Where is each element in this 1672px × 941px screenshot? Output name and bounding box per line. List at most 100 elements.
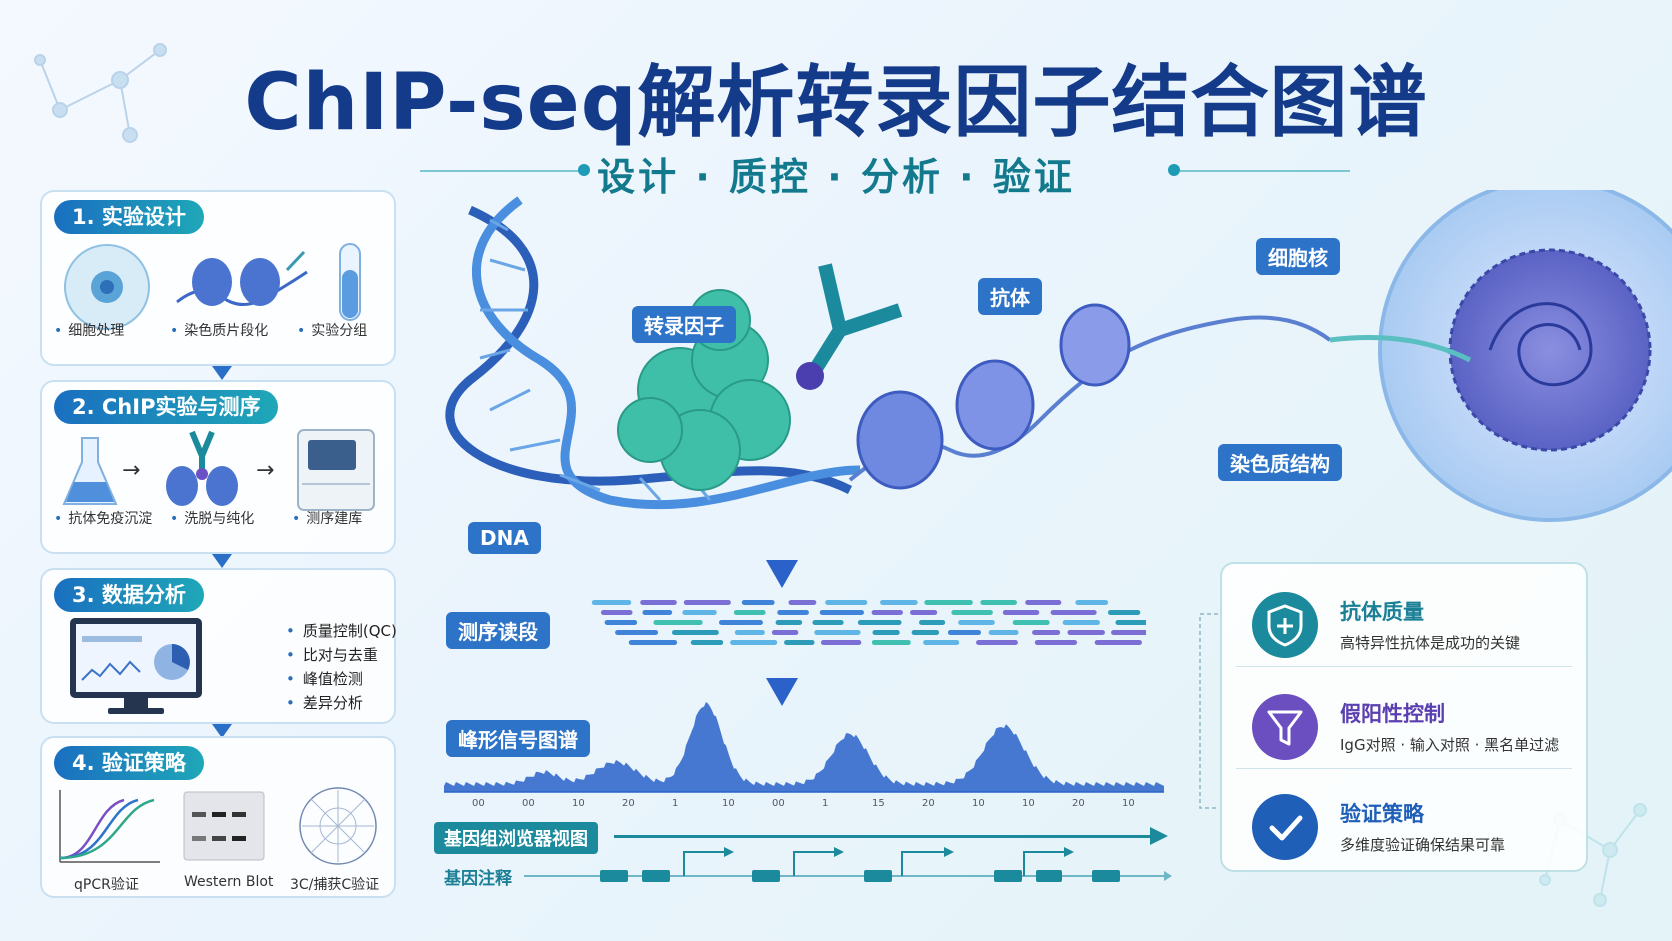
read-segment xyxy=(741,600,775,605)
read-segment xyxy=(1025,600,1062,605)
flask-icon xyxy=(62,437,118,505)
subtitle-rule-right xyxy=(1180,170,1350,172)
read-segment xyxy=(784,640,815,645)
read-segment xyxy=(980,600,1017,605)
3c-circle-icon xyxy=(299,787,377,865)
read-segment xyxy=(814,630,861,635)
read-segment xyxy=(857,620,902,625)
card-desc: IgG对照 · 输入对照 · 黑名单过滤 xyxy=(1340,736,1560,754)
read-segment xyxy=(1111,630,1146,635)
step-panel-design: 1. 实验设计 •细胞处理 •染色质片段化 •实验分组 xyxy=(40,190,396,366)
read-segment xyxy=(871,640,911,645)
axis-tick-label: 1 xyxy=(822,798,829,809)
read-segment xyxy=(1107,610,1141,615)
filter-icon xyxy=(1252,694,1318,760)
read-segment xyxy=(690,640,724,645)
divider xyxy=(1236,666,1572,667)
antibody-icon xyxy=(809,263,903,374)
step4-item-3: 3C/捕获C验证 xyxy=(290,877,380,893)
read-segment xyxy=(1067,630,1105,635)
flow-arrow-1 xyxy=(212,366,232,380)
monitor-icon xyxy=(70,618,202,714)
read-segment xyxy=(682,610,717,615)
read-segment xyxy=(777,610,809,615)
step3-item-1: •质量控制(QC) xyxy=(286,622,397,640)
page-title: ChIP-seq解析转录因子结合图谱 xyxy=(244,58,1428,148)
read-segment xyxy=(591,600,632,605)
step-label: 2. ChIP实验与测序 xyxy=(54,390,279,424)
step-label: 3. 数据分析 xyxy=(54,578,204,612)
step4-item-1: qPCR验证 xyxy=(74,877,139,893)
read-segment xyxy=(880,600,918,605)
card-title: 假阳性控制 xyxy=(1340,702,1445,726)
read-segment xyxy=(819,610,864,615)
read-segment xyxy=(771,630,799,635)
arrow-right-icon xyxy=(1150,827,1168,845)
read-segment xyxy=(653,620,703,625)
page-subtitle: 设计 · 质控 · 分析 · 验证 xyxy=(597,155,1075,199)
read-segment xyxy=(733,610,766,615)
subtitle-dot-right xyxy=(1168,164,1180,176)
step1-item-2: •染色质片段化 xyxy=(170,323,269,339)
axis-tick-label: 20 xyxy=(922,798,935,809)
read-segment xyxy=(825,600,868,605)
flow-arrow-3 xyxy=(212,724,232,738)
axis-tick-label: 10 xyxy=(1122,798,1135,809)
label-peaks: 峰形信号图谱 xyxy=(446,720,590,757)
read-segment xyxy=(988,630,1019,635)
step-panel-validation: 4. 验证策略 qPCR验证 Western Blot 3C/捕获C验证 xyxy=(40,736,396,898)
read-segment xyxy=(1075,600,1109,605)
divider xyxy=(1236,768,1572,769)
antibody-nucleosome-icon xyxy=(166,430,238,506)
card-false-positive: 假阳性控制 IgG对照 · 输入对照 · 黑名单过滤 xyxy=(1226,676,1582,776)
label-annotation: 基因注释 xyxy=(444,869,512,889)
read-segment xyxy=(812,620,844,625)
axis-tick-label: 15 xyxy=(872,798,885,809)
label-nucleus: 细胞核 xyxy=(1256,238,1340,275)
cell-icon xyxy=(64,244,150,330)
step1-item-1: •细胞处理 xyxy=(54,323,125,339)
transcription-factor-icon xyxy=(617,289,791,491)
arrow-icon: → xyxy=(256,458,275,483)
read-segment xyxy=(976,640,1018,645)
read-segment xyxy=(734,630,765,635)
read-segment xyxy=(671,630,719,635)
read-segment xyxy=(919,620,946,625)
axis-tick-label: 20 xyxy=(1072,798,1085,809)
browser-track xyxy=(614,835,1160,838)
step2-item-2: •洗脱与纯化 xyxy=(170,511,255,527)
step-label: 4. 验证策略 xyxy=(54,746,204,780)
read-segment xyxy=(1034,640,1078,645)
read-segment xyxy=(1032,630,1061,635)
nucleosome-icon xyxy=(176,250,308,306)
arrow-down-icon xyxy=(766,560,798,588)
bracket xyxy=(1199,613,1218,809)
read-segment xyxy=(1012,620,1050,625)
arrow-down-icon xyxy=(766,678,798,706)
sequencing-reads xyxy=(591,600,1146,645)
shield-icon xyxy=(1252,592,1318,658)
read-segment xyxy=(1050,610,1097,615)
read-segment xyxy=(910,610,938,615)
step-panel-chip: 2. ChIP实验与测序 → → •抗体免疫沉淀 •洗脱与纯化 •测序建库 xyxy=(40,380,396,554)
read-segment xyxy=(615,630,659,635)
nucleosome-icon xyxy=(856,303,1131,490)
axis-tick-label: 10 xyxy=(1022,798,1035,809)
read-segment xyxy=(820,640,862,645)
step-panel-analysis: 3. 数据分析 •质量控制(QC) •比对与去重 •峰值检测 •差异分析 xyxy=(40,568,397,724)
label-transcription-factor: 转录因子 xyxy=(632,306,736,343)
axis-tick-label: 1 xyxy=(672,798,679,809)
read-segment xyxy=(683,600,731,605)
card-title: 抗体质量 xyxy=(1340,600,1424,624)
read-segment xyxy=(871,610,903,615)
read-segment xyxy=(788,600,817,605)
test-tube-icon xyxy=(339,243,361,321)
step1-item-3: •实验分组 xyxy=(297,323,368,339)
axis-tick-label: 20 xyxy=(622,798,635,809)
label-reads: 测序读段 xyxy=(446,612,550,649)
read-segment xyxy=(642,610,673,615)
read-segment xyxy=(924,600,973,605)
read-segment xyxy=(911,630,940,635)
read-segment xyxy=(604,620,638,625)
read-segment xyxy=(947,630,982,635)
